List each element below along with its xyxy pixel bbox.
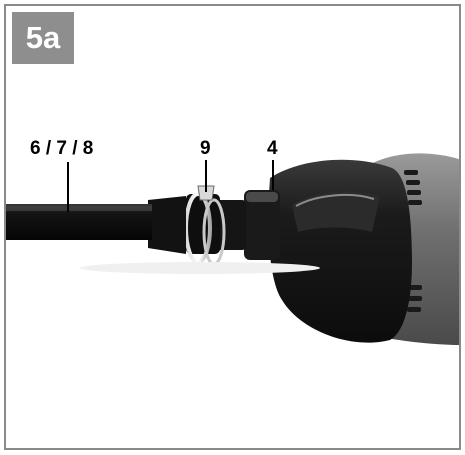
callout-collar: 4 — [267, 138, 278, 159]
callout-rod: 6 / 7 / 8 — [30, 138, 94, 159]
drill-photo — [6, 153, 459, 345]
figure-label: 5a — [12, 12, 74, 64]
callout-clamp: 9 — [200, 138, 211, 159]
